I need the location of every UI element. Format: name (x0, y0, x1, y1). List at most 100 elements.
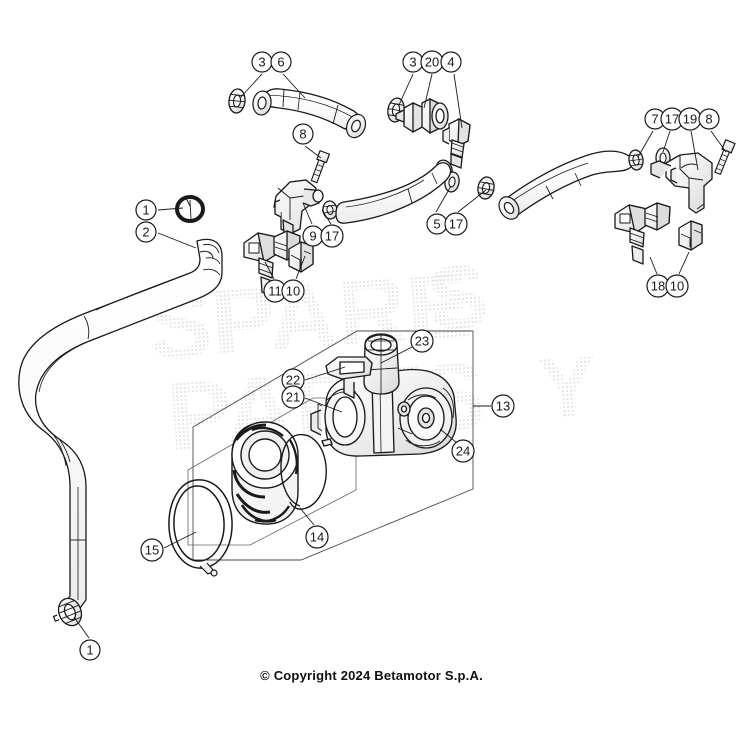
callout-1[interactable]: 1 (73, 616, 101, 661)
callout-balloon[interactable] (665, 274, 689, 298)
svg-text:S: S (424, 246, 491, 350)
callout-balloon[interactable] (320, 224, 344, 248)
callout-balloon[interactable] (698, 108, 720, 130)
callout-leader (439, 428, 458, 444)
callout-number: 18 (651, 279, 665, 294)
callout-leader (299, 507, 315, 526)
callout-balloon[interactable] (79, 639, 101, 661)
part-screw-right (714, 139, 736, 176)
callout-balloon[interactable] (440, 51, 462, 73)
callout-leader (453, 73, 463, 129)
callout-leader (690, 130, 699, 171)
part-quick-coupler (395, 97, 449, 135)
callout-19[interactable]: 19 (678, 107, 702, 171)
callout-leader (157, 207, 184, 211)
part-intake-clamp (168, 479, 233, 577)
part-hose-clamp-top (175, 195, 205, 223)
part-fuel-injector-right (614, 202, 671, 265)
callout-balloon[interactable] (410, 329, 434, 353)
callout-leader (295, 255, 306, 280)
part-connector-cover-left (288, 241, 314, 273)
callout-leader (423, 73, 433, 109)
callout-leader (710, 130, 727, 153)
callout-number: 6 (277, 55, 284, 70)
callout-balloon[interactable] (135, 199, 157, 221)
callout-leader (304, 366, 346, 381)
callout-number: 17 (665, 112, 679, 127)
callout-leader (264, 261, 275, 280)
callout-4[interactable]: 4 (440, 51, 463, 129)
callout-number: 4 (447, 55, 454, 70)
part-intake-retainer-ring (280, 433, 333, 510)
callout-3[interactable]: 3 (398, 51, 424, 106)
callout-15[interactable]: 15 (140, 531, 197, 562)
callout-number: 15 (145, 543, 159, 558)
callout-leader (302, 202, 313, 225)
callout-number: 5 (433, 217, 440, 232)
callout-balloon[interactable] (292, 123, 314, 145)
callout-18[interactable]: 18 (646, 256, 670, 298)
callout-balloon[interactable] (281, 385, 305, 409)
callout-14[interactable]: 14 (299, 507, 329, 549)
callout-17[interactable]: 17 (320, 209, 344, 248)
part-seal-ring-left (228, 88, 246, 114)
part-hose-ferrule (477, 176, 495, 200)
callout-10[interactable]: 10 (665, 251, 690, 298)
part-sensor-fitting (273, 179, 324, 238)
callout-balloon[interactable] (140, 538, 164, 562)
part-connector-cover-right (678, 220, 703, 251)
callout-number: 1 (142, 203, 149, 218)
part-right-upper-hose (500, 150, 634, 218)
callout-leader (304, 397, 343, 413)
callout-leader (163, 531, 197, 549)
callout-leader (678, 251, 690, 275)
callout-10[interactable]: 10 (281, 255, 306, 303)
callout-9[interactable]: 9 (302, 202, 324, 247)
callout-number: 7 (651, 112, 658, 127)
callout-2[interactable]: 2 (135, 221, 197, 249)
callout-number: 22 (286, 373, 300, 388)
callout-balloon[interactable] (270, 51, 292, 73)
callout-number: 1 (86, 643, 93, 658)
callout-23[interactable]: 23 (380, 329, 434, 364)
part-throttle-body-assembly (310, 333, 457, 457)
callout-balloon[interactable] (281, 279, 305, 303)
part-fuel-hose-curved (261, 88, 360, 131)
callout-number: 20 (425, 55, 439, 70)
callout-leader (157, 232, 197, 249)
callout-number: 10 (286, 284, 300, 299)
callout-6[interactable]: 6 (270, 51, 306, 99)
callout-number: 14 (310, 530, 324, 545)
callout-balloon[interactable] (135, 221, 157, 243)
callout-1[interactable]: 1 (135, 199, 184, 221)
callout-number: 21 (286, 390, 300, 405)
callout-balloon[interactable] (491, 394, 515, 418)
callout-17[interactable]: 17 (444, 189, 487, 236)
callout-21[interactable]: 21 (281, 385, 343, 413)
callout-8[interactable]: 8 (698, 108, 727, 153)
callout-3[interactable]: 3 (239, 51, 273, 99)
callout-leader (662, 130, 671, 153)
callout-8[interactable]: 8 (292, 123, 322, 159)
callout-number: 19 (683, 112, 697, 127)
callout-number: 8 (705, 112, 712, 127)
callout-24[interactable]: 24 (439, 428, 475, 463)
callout-leader (457, 189, 487, 213)
callout-leader (321, 209, 332, 225)
callout-13[interactable]: 13 (473, 394, 515, 418)
callout-number: 3 (409, 55, 416, 70)
callout-number: 13 (496, 399, 510, 414)
callout-balloon[interactable] (444, 212, 468, 236)
callout-balloon[interactable] (305, 525, 329, 549)
callout-balloon[interactable] (451, 439, 475, 463)
callout-20[interactable]: 20 (420, 50, 444, 109)
callout-number: 3 (258, 55, 265, 70)
svg-text:Y: Y (534, 336, 601, 440)
callout-22[interactable]: 22 (281, 366, 346, 392)
callout-number: 17 (325, 229, 339, 244)
callout-number: 8 (299, 127, 306, 142)
copyright-notice: © Copyright 2024 Betamotor S.p.A. (260, 668, 483, 683)
callout-leader (380, 346, 413, 364)
callout-leader (73, 616, 90, 639)
